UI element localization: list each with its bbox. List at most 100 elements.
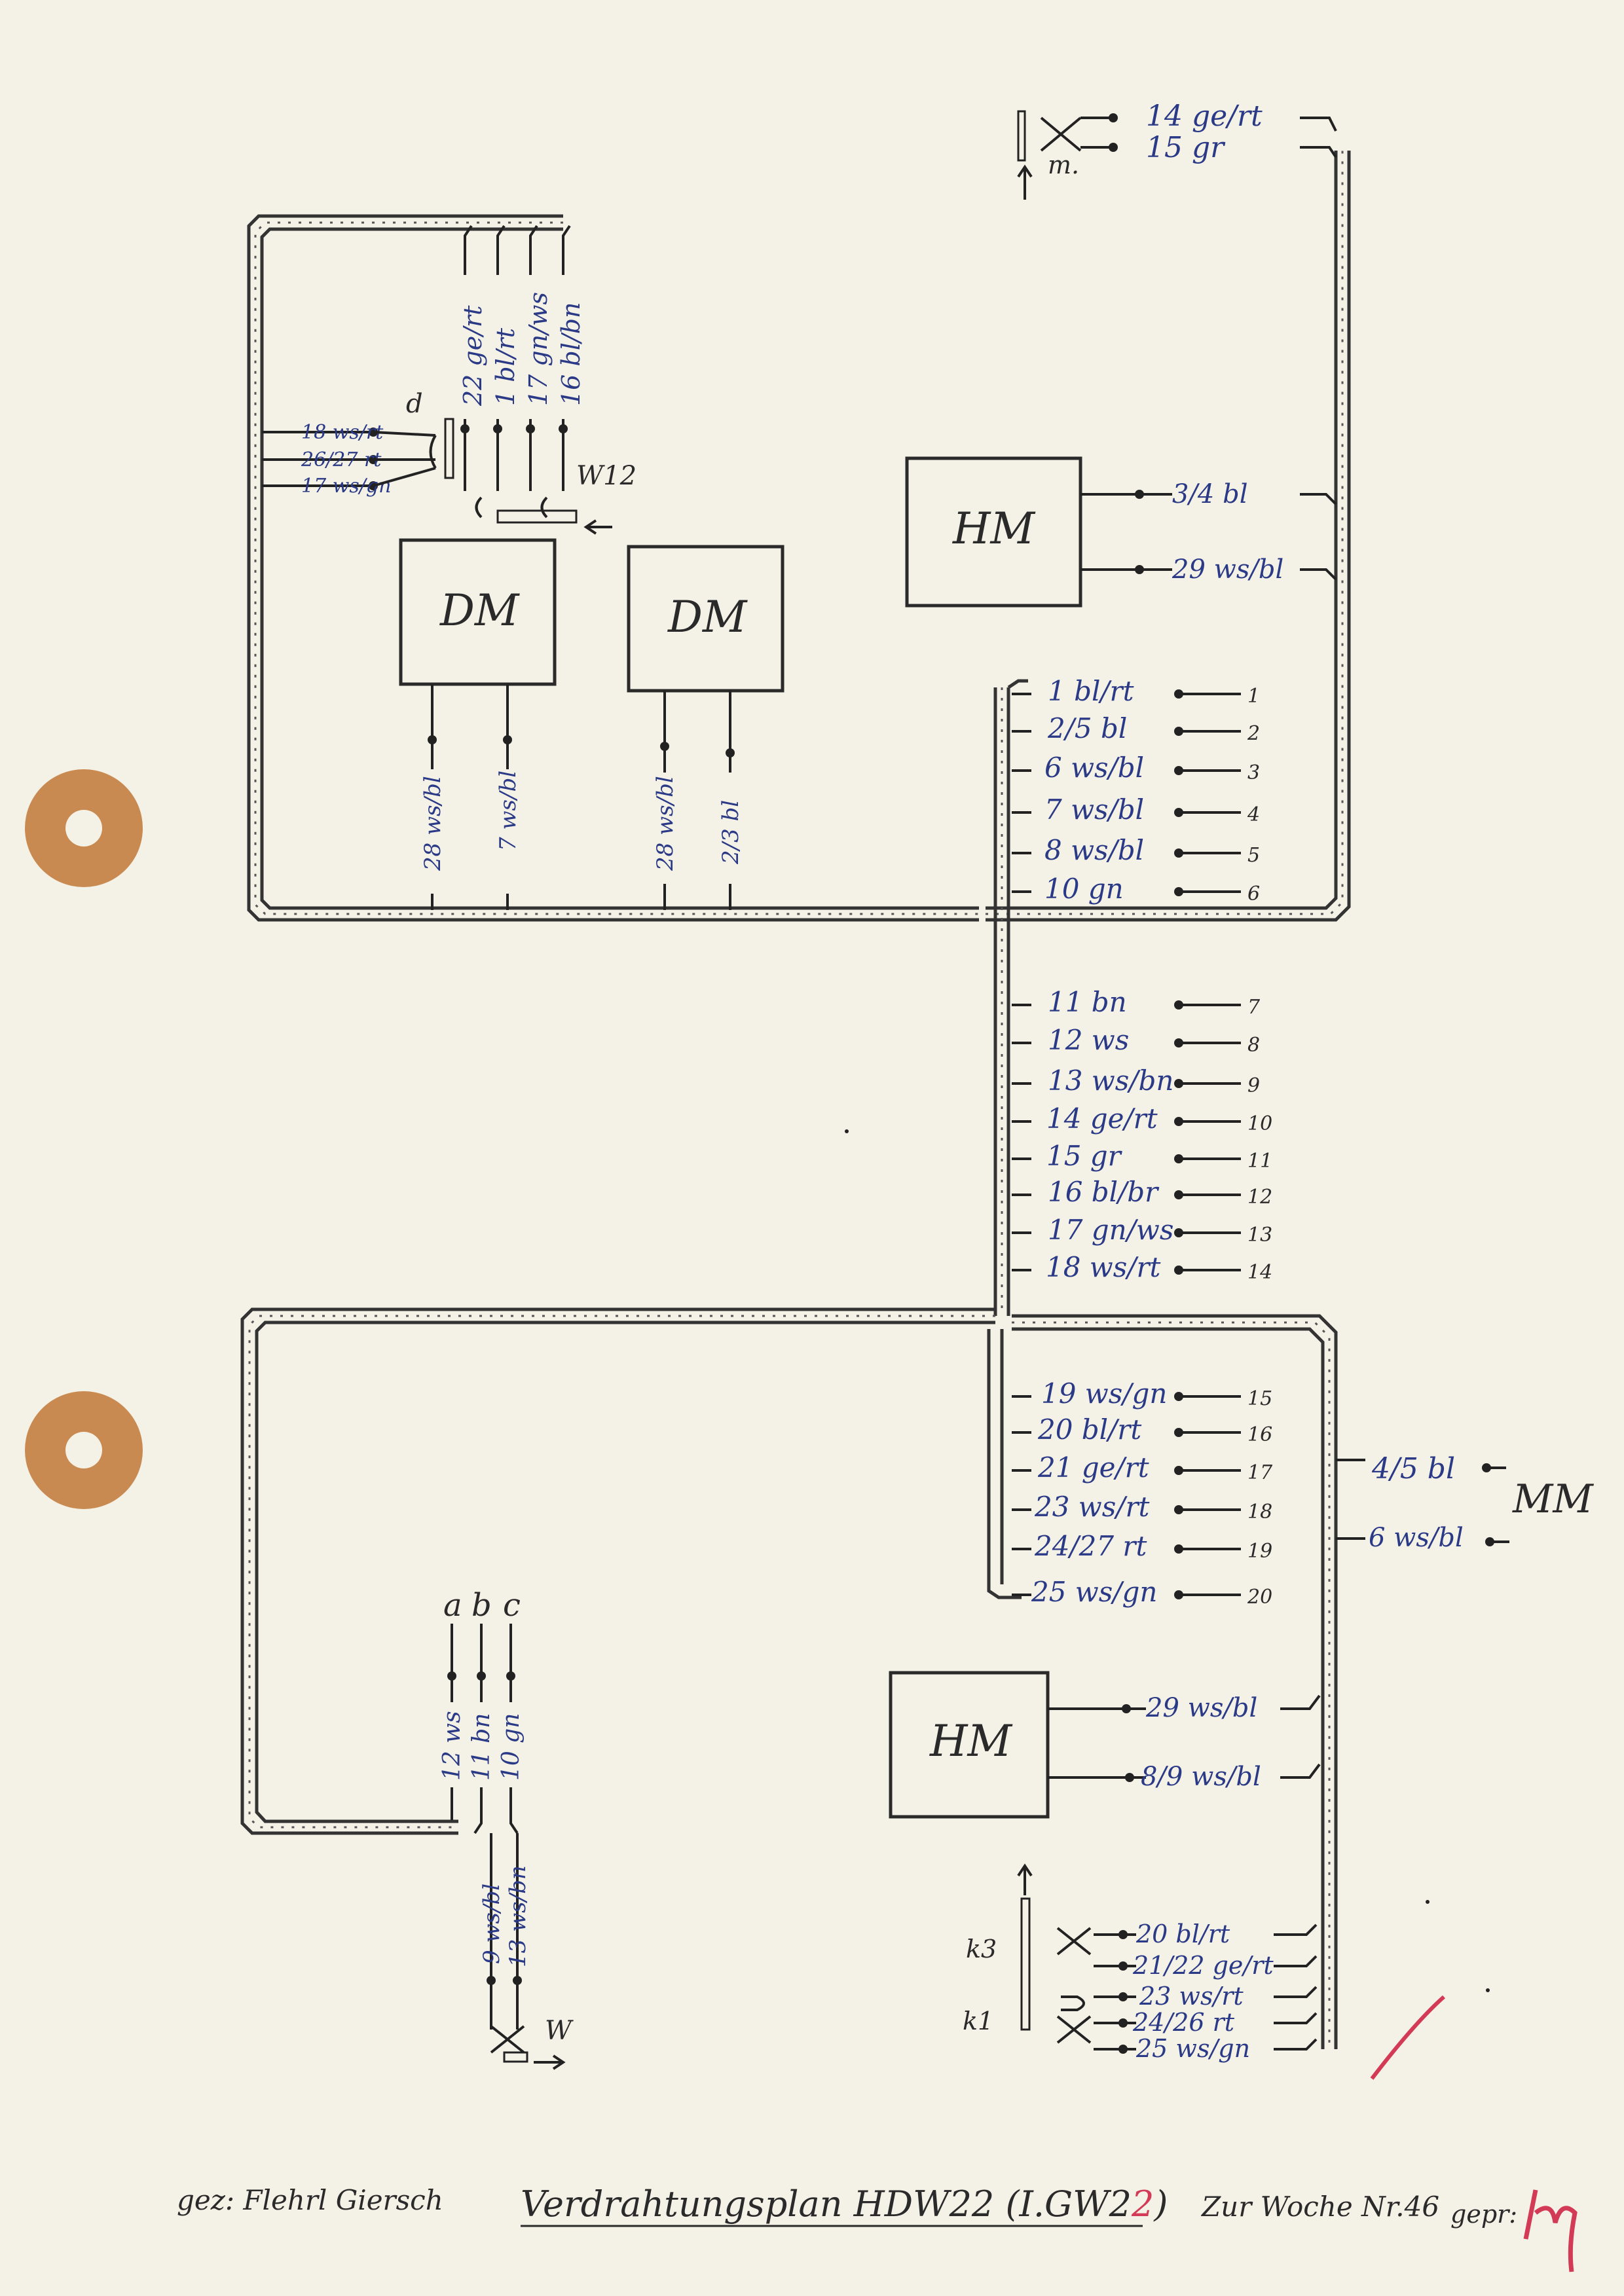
terminal-dot [1174,1228,1183,1237]
terminal-wire-label: 17 gn/ws [1048,1214,1173,1246]
wire-label: 10 gn [498,1713,525,1781]
terminal-dot [1174,1428,1183,1437]
terminal-wire-label: 14 ge/rt [1046,1102,1158,1135]
contacts-abc: a b c 12 ws 11 bn 10 gn [439,1587,525,1834]
wire-label: 29 ws/bl [1172,555,1283,585]
wire-label: 28 ws/bl [652,776,678,871]
terminal-number: 8 [1247,1034,1260,1057]
wire-label: 1 bl/rt [491,327,520,406]
wire-label: 3/4 bl [1172,479,1248,509]
wire-label: 29 ws/bl [1145,1693,1257,1723]
terminal-dot [1174,1079,1183,1088]
terminal-number: 3 [1247,761,1260,784]
terminal-wire-label: 2/5 bl [1047,712,1127,744]
k-harness-tick [1274,1986,1318,1998]
terminal-number: 13 [1247,1224,1272,1247]
terminal-wire-label: 19 ws/gn [1041,1377,1167,1410]
wire-label: 15 gr [1146,131,1226,164]
terminal-number: 16 [1247,1423,1272,1446]
wire-label: 9 ws/bl [479,1884,505,1964]
wire-label: 11 bn [468,1713,495,1781]
terminal-dot [1174,766,1183,775]
terminal-wire-label: 16 bl/br [1048,1176,1160,1208]
k-harness-tick [1274,2038,1318,2050]
terminal-wire-label: 20 bl/rt [1037,1413,1141,1446]
terminal-wire-label: 6 ws/bl [1044,752,1144,784]
terminal-number: 11 [1247,1150,1272,1173]
terminal-number: 20 [1247,1586,1272,1609]
contact-m-label: m. [1048,151,1079,179]
wire-label: 18 ws/rt [301,421,384,444]
checked-by-label: gepr: [1450,2200,1517,2229]
title-block: gez: Flehrl Giersch Verdrahtungsplan HDW… [177,2183,1578,2272]
terminal-number: 5 [1247,844,1260,867]
terminal-wire-label: 25 ws/gn [1031,1576,1157,1608]
terminal-number: 15 [1247,1387,1272,1410]
week-number: Zur Woche Nr.46 [1200,2191,1439,2223]
terminal-dot [1174,1117,1183,1126]
terminal-dot [1174,1154,1183,1163]
wire-label: 28 ws/bl [420,776,446,871]
terminal-dot [1174,1392,1183,1401]
terminal-wire-label: 18 ws/rt [1046,1251,1161,1283]
wire-label: 4/5 bl [1371,1452,1455,1485]
contact-w-label: W [545,2016,574,2046]
contact-w12-label: W12 [576,461,637,491]
mm-module: 4/5 bl 6 ws/bl MM [1336,1452,1594,1553]
wire-label: 17 gn/ws [524,292,553,406]
terminal-wire-label: 23 ws/rt [1034,1491,1150,1523]
wire-label: 13 ws/bn [505,1865,531,1967]
terminal-number: 9 [1247,1074,1260,1097]
wire-label: 14 ge/rt [1146,100,1263,133]
wire-label: 16 bl/bn [557,302,585,406]
contact-k1-label: k1 [963,2007,993,2035]
drawing-title-main: Verdrahtungsplan HDW22 (I.GW2 [521,2183,1132,2225]
terminal-dot [1174,1544,1183,1554]
drawing-title: Verdrahtungsplan HDW22 (I.GW22) [521,2183,1168,2225]
terminal-number: 10 [1247,1112,1272,1135]
k-wire-label: 23 ws/rt [1139,1982,1244,2011]
wire-label: 22 ge/rt [458,305,487,407]
punch-hole-top [25,769,143,887]
terminal-dot [1174,1190,1183,1199]
contact-d: 22 ge/rt 1 bl/rt 17 gn/ws 16 bl/bn d W12… [262,225,637,535]
terminal-dot [1174,1590,1183,1599]
terminal-wire-label: 10 gn [1044,873,1124,905]
terminal-dot [1174,1466,1183,1475]
wire-label: 17 ws/gn [301,475,391,498]
contact-b-label: b [471,1587,492,1624]
mm-module-label: MM [1512,1476,1594,1522]
drawn-by: gez: Flehrl Giersch [177,2184,443,2216]
terminal-number: 18 [1247,1501,1272,1523]
hm-module-bottom-label: HM [929,1716,1013,1766]
k-dot [1118,1961,1128,1971]
terminal-number: 6 [1247,883,1260,905]
dm-module-2-label: DM [667,592,748,642]
k-harness-tick [1274,1955,1318,1967]
terminal-dot [1174,1038,1183,1048]
hm-module-top-label: HM [952,503,1036,554]
drawing-title-suffix: 2 [1131,2183,1154,2225]
stray-mark [1486,1988,1490,1992]
wire-label: 2/3 bl [718,800,744,865]
terminal-number: 4 [1247,803,1260,826]
terminal-wire-label: 8 ws/bl [1044,834,1144,866]
k-wire-label: 20 bl/rt [1135,1920,1230,1948]
wire-label: 6 ws/bl [1369,1523,1464,1553]
wire-label: 26/27 rt [301,448,382,471]
terminal-dot [1174,808,1183,817]
hm-module-top: HM 3/4 bl 29 ws/bl [905,456,1337,608]
terminal-number: 12 [1247,1186,1272,1209]
terminal-dot [1174,848,1183,858]
dm-module-1-label: DM [439,585,520,636]
terminal-wire-label: 15 gr [1046,1140,1123,1172]
terminal-number: 2 [1247,722,1260,745]
stray-mark [1426,1900,1430,1904]
k-dot [1118,2018,1128,2028]
terminal-wire-label: 11 bn [1048,986,1127,1018]
terminal-wire-label: 12 ws [1048,1024,1129,1056]
k-wire-label: 21/22 ge/rt [1132,1951,1274,1980]
checked-by-signature [1523,2189,1578,2272]
